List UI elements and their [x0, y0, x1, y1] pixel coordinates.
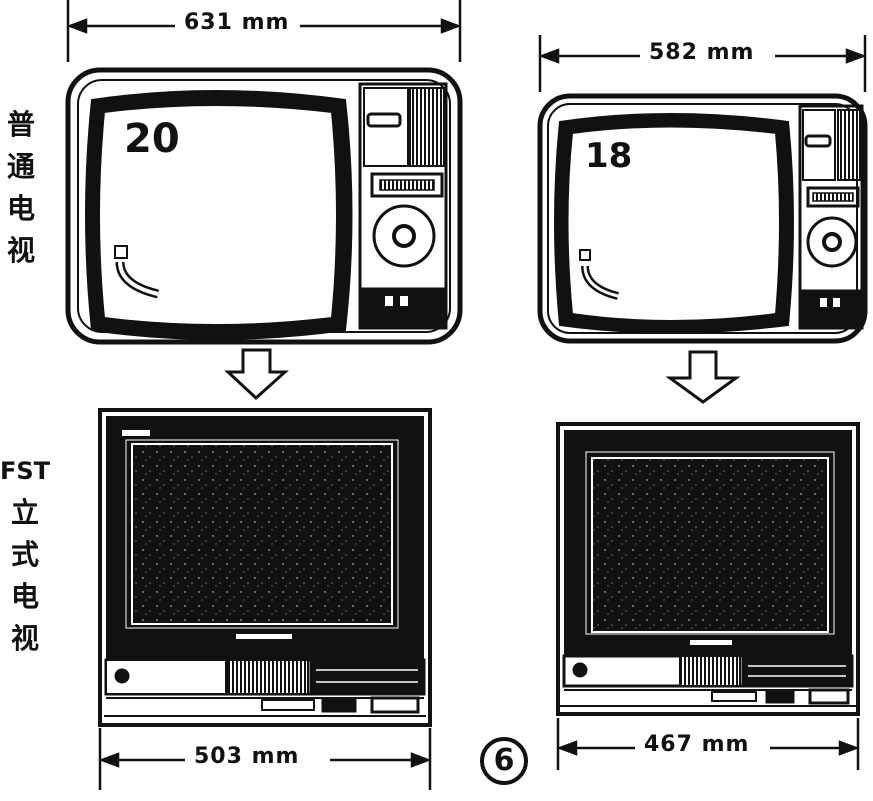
fst-tv-left	[98, 408, 432, 727]
screen-size-label-18: 18	[585, 136, 633, 176]
side-label-char: 视	[10, 622, 39, 655]
side-label-char: 通	[6, 150, 35, 183]
side-label-char: 电	[6, 192, 35, 225]
side-label-char: 视	[6, 234, 35, 267]
figure-number: 6	[480, 737, 528, 785]
side-label-char: 立	[10, 496, 39, 529]
dim-line-top-right	[538, 35, 867, 92]
side-label-char: FST	[0, 457, 51, 485]
down-arrow-left	[224, 348, 289, 401]
dim-label-top-right: 582 mm	[643, 40, 761, 65]
down-arrow-right	[665, 350, 741, 404]
dim-line-top-left	[66, 0, 462, 62]
side-label-char: 式	[10, 538, 39, 571]
ordinary-tv-20	[65, 67, 463, 345]
ordinary-tv-18	[537, 93, 868, 344]
dim-label-top-left: 631 mm	[178, 10, 296, 35]
dim-line-bottom-left	[98, 728, 432, 790]
side-label-char: 普	[6, 108, 35, 141]
dim-line-bottom-right	[556, 718, 860, 770]
side-label-char: 电	[10, 580, 39, 613]
fst-tv-right	[556, 422, 860, 716]
screen-size-label-20: 20	[124, 116, 180, 162]
dim-label-bottom-left: 503 mm	[188, 744, 306, 769]
dim-label-bottom-right: 467 mm	[638, 732, 756, 757]
